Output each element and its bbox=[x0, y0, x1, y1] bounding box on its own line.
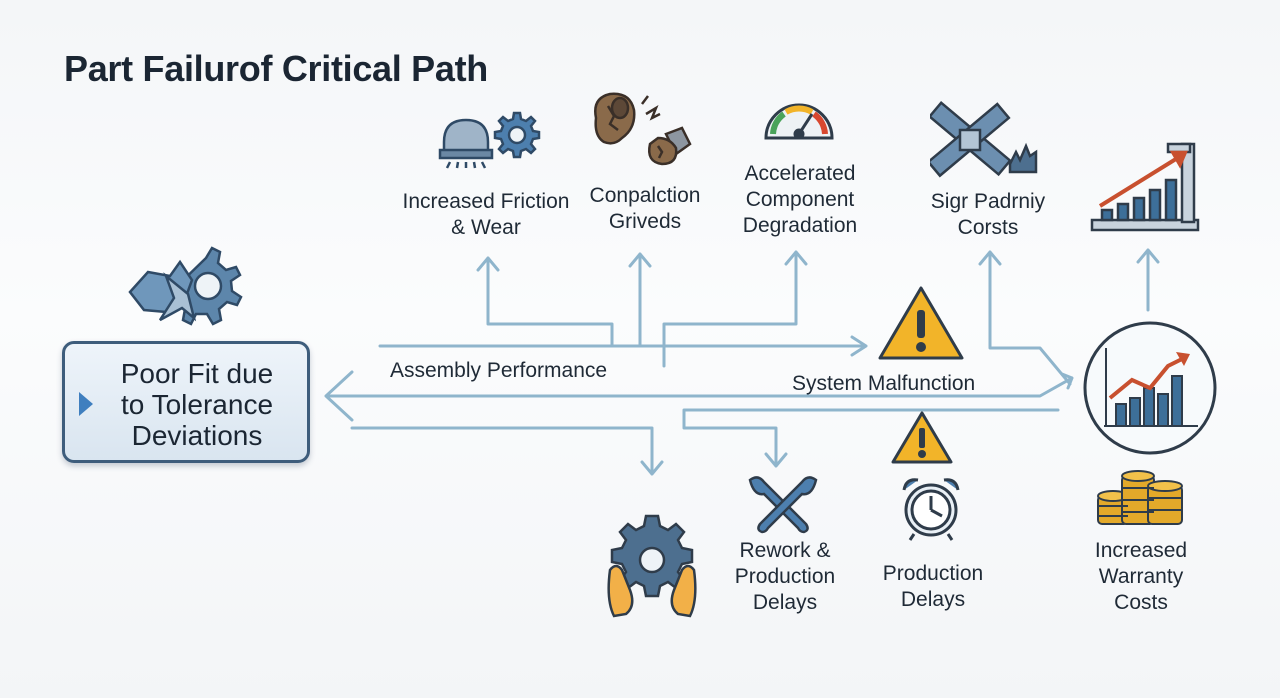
gauge-icon bbox=[764, 103, 834, 140]
play-marker-icon bbox=[79, 392, 93, 416]
rising-bar-chart-icon bbox=[1090, 142, 1200, 232]
worn-bearing-icon bbox=[438, 118, 494, 169]
broken-wrench-icon bbox=[930, 101, 1038, 178]
cracked-parts-icon bbox=[594, 92, 692, 166]
arrow-to-conpalction bbox=[618, 252, 652, 348]
arrow-to-friction bbox=[476, 256, 614, 348]
coin-stack-icon bbox=[1097, 470, 1183, 525]
arrow-to-rework bbox=[682, 408, 1060, 468]
gear-in-hands-icon bbox=[607, 514, 697, 618]
page-title: Part Failurof Critical Path bbox=[64, 48, 488, 89]
warning-icon bbox=[891, 411, 953, 464]
alarm-clock-icon bbox=[902, 478, 960, 541]
gear-icon bbox=[493, 111, 541, 159]
arrow-to-degradation bbox=[662, 250, 808, 368]
arrow-to-rising-chart bbox=[1136, 248, 1160, 312]
broken-gear-icon bbox=[128, 246, 243, 326]
effect-friction-label: Increased Friction& Wear bbox=[402, 190, 570, 239]
system-malfunction-label: System Malfunction bbox=[792, 372, 976, 395]
wrench-icon bbox=[748, 476, 818, 534]
assembly-performance-label: Assembly Performance bbox=[390, 359, 608, 382]
arrow-to-root bbox=[324, 370, 642, 422]
warning-icon bbox=[878, 286, 964, 360]
arrow-lower bbox=[350, 426, 664, 476]
root-cause-label: Poor Fit due to Tolerance Deviations bbox=[120, 358, 274, 451]
growth-chart-icon bbox=[1083, 321, 1217, 455]
arrow-to-repair bbox=[978, 250, 1072, 386]
root-cause-box: Poor Fit due to Tolerance Deviations bbox=[62, 341, 310, 463]
